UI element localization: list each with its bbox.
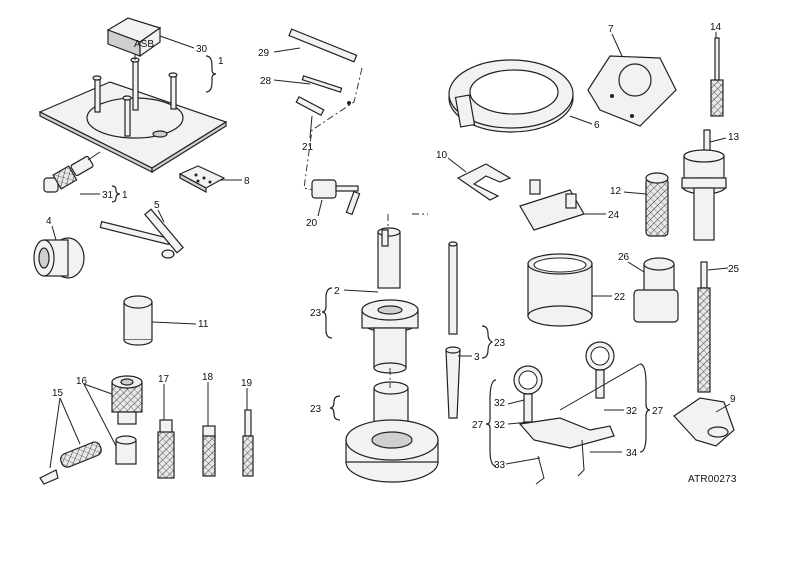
callout-8: 8 xyxy=(244,176,250,187)
stud-18 xyxy=(202,425,216,477)
callout-32b: 32 xyxy=(494,420,506,431)
callout-23b: 23 xyxy=(494,338,506,349)
ring-22 xyxy=(527,253,593,327)
callout-30: 30 xyxy=(196,44,208,55)
callout-13: 13 xyxy=(728,132,740,143)
screw-14 xyxy=(710,37,724,117)
knurled-12 xyxy=(645,172,669,237)
callout-10: 10 xyxy=(436,150,448,161)
callout-33: 33 xyxy=(494,460,506,471)
cylinder-11 xyxy=(123,295,153,346)
block-26 xyxy=(633,257,679,323)
callout-20: 20 xyxy=(306,218,318,229)
callout-21: 21 xyxy=(302,142,314,153)
sleeve-4 xyxy=(33,237,85,279)
braces xyxy=(111,55,651,467)
callout-5: 5 xyxy=(154,200,160,211)
callout-17: 17 xyxy=(158,374,170,385)
bracket-24 xyxy=(519,179,585,231)
callout-9: 9 xyxy=(730,394,736,405)
ring-6 xyxy=(448,59,574,133)
tool-13 xyxy=(681,129,727,241)
diagram-reference: ATR00273 xyxy=(688,474,737,485)
callout-25: 25 xyxy=(728,264,740,275)
stud-17 xyxy=(157,419,175,479)
callout-32c: 32 xyxy=(626,406,638,417)
callout-2: 2 xyxy=(334,286,340,297)
callout-32a: 32 xyxy=(494,398,506,409)
callout-1b: 1 xyxy=(122,190,128,201)
callout-23a: 23 xyxy=(310,308,322,319)
callout-24: 24 xyxy=(608,210,620,221)
plate-8 xyxy=(178,165,226,194)
callout-16: 16 xyxy=(76,376,88,387)
callout-26: 26 xyxy=(618,252,630,263)
base-plate-tool xyxy=(38,44,228,174)
fork-10 xyxy=(456,163,512,201)
callout-15: 15 xyxy=(52,388,64,399)
callout-29: 29 xyxy=(258,48,270,59)
callout-23c: 23 xyxy=(310,404,322,415)
sector-plate-7 xyxy=(587,55,677,127)
block-30: ASB xyxy=(106,17,162,58)
adapter-16 xyxy=(111,375,143,465)
dial-set xyxy=(513,341,615,485)
connector-31 xyxy=(43,151,101,193)
callout-12: 12 xyxy=(610,186,622,197)
callout-7: 7 xyxy=(608,24,614,35)
leader-lines xyxy=(49,32,731,469)
callout-14: 14 xyxy=(710,22,722,33)
callout-19: 19 xyxy=(241,378,253,389)
callout-28: 28 xyxy=(260,76,272,87)
callout-labels: 1 1 2 3 4 5 6 7 8 9 10 11 12 13 14 15 16… xyxy=(46,22,740,471)
callout-22: 22 xyxy=(614,292,626,303)
callout-4: 4 xyxy=(46,216,52,227)
callout-27a: 27 xyxy=(472,420,484,431)
callout-27b: 27 xyxy=(652,406,664,417)
rod-25 xyxy=(697,261,711,393)
block-label: ASB xyxy=(134,39,154,50)
callout-1a: 1 xyxy=(218,56,224,67)
callout-34: 34 xyxy=(626,448,638,459)
callout-3: 3 xyxy=(474,352,480,363)
stud-19 xyxy=(242,409,254,477)
pin-15 xyxy=(39,441,102,485)
callout-18: 18 xyxy=(202,372,214,383)
puller-set xyxy=(288,28,363,216)
bracket-9 xyxy=(673,397,735,447)
central-press xyxy=(345,213,439,483)
callout-11: 11 xyxy=(198,319,209,330)
callout-6: 6 xyxy=(594,120,600,131)
t-wrench-5 xyxy=(99,208,184,259)
callout-31: 31 xyxy=(102,190,114,201)
long-rod xyxy=(445,241,461,419)
